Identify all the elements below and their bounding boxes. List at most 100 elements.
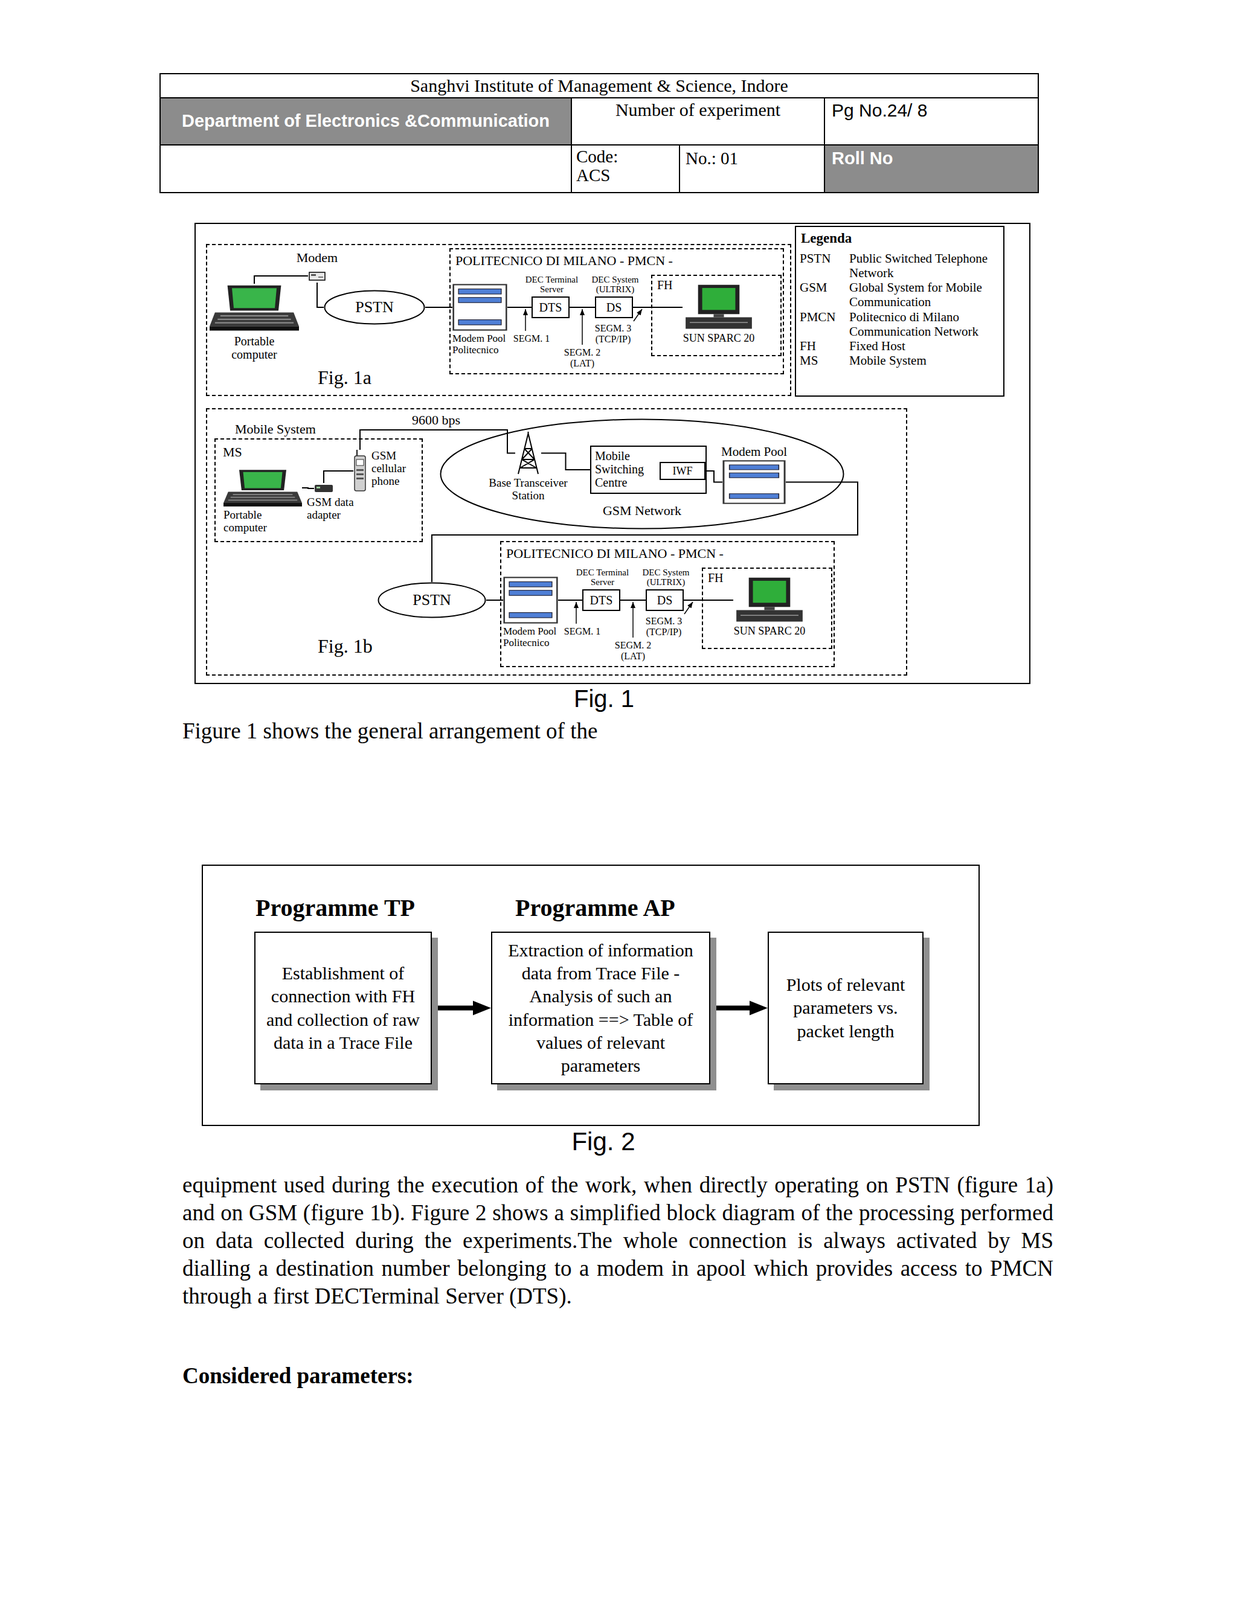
text-stack: Establishment of connection with FH and …	[261, 962, 425, 1054]
data-adapter: GSM data adapter	[314, 483, 334, 495]
modem-pool-shape	[503, 576, 559, 624]
host-system-box: DSDEC System (ULTRIX)	[645, 589, 684, 612]
terminal-server-box-label: DTS	[585, 594, 618, 607]
mobile-system-region-label: Mobile System	[234, 421, 316, 437]
data-adapter-part	[314, 485, 333, 493]
modem-shape	[308, 269, 327, 283]
portable-computer-shape	[209, 283, 299, 332]
base-station-shape	[515, 431, 542, 475]
portable-computer-part	[233, 494, 293, 496]
body-text: Figure 1 shows the general arrangement o…	[182, 717, 598, 746]
portable-computer-part	[209, 312, 299, 327]
portable-computer-part	[217, 318, 291, 321]
header-cell: Number of experiment	[571, 99, 825, 121]
process-box-label: Programme TP	[255, 894, 415, 923]
institute-name: Sanghvi Institute of Management & Scienc…	[160, 73, 1039, 98]
cellular-phone-part	[356, 477, 364, 480]
subfigure-region: Fig. 1bMobile SystemMSGSM cellular phone…	[205, 408, 908, 676]
legend-box-label: GSM	[799, 280, 850, 310]
text-area: PSTN	[377, 582, 487, 619]
course-code: Code: ACS	[576, 147, 637, 186]
text-stack: DS	[648, 594, 681, 607]
modem-pool-label: Modem Pool	[717, 444, 791, 460]
data-adapter-part	[316, 486, 321, 489]
portable-computer-part	[243, 472, 283, 489]
modem-pool-part	[458, 320, 502, 326]
host-system-box-label: DEC System (ULTRIX)	[584, 275, 647, 295]
network-region-label: POLITECNICO DI MILANO - PMCN -	[455, 253, 673, 269]
segment-pointer	[524, 309, 527, 331]
link-line	[323, 471, 354, 484]
link-line	[558, 599, 583, 601]
mobile-system-region-label: MS	[222, 444, 243, 460]
link-line	[317, 282, 324, 308]
table-rule	[678, 144, 681, 193]
switching-centre-box: Mobile Switching CentreIWF	[590, 445, 707, 495]
workstation-label: SUN SPARC 20	[676, 332, 762, 345]
segment-pointer	[581, 309, 583, 345]
terminal-server-box-label: DTS	[534, 301, 567, 314]
link-line	[254, 276, 309, 284]
cellular-phone: GSM cellular phone	[353, 449, 367, 493]
segment-label: SEGM. 1	[509, 333, 554, 345]
figure-frame	[195, 223, 1030, 684]
modem-pool-part	[458, 297, 502, 304]
link-line	[507, 306, 532, 309]
table-rule	[570, 97, 572, 193]
portable-computer-label: Portable computer	[218, 334, 291, 362]
page-number: Pg No.24/ 8	[831, 100, 928, 122]
workstation-part	[698, 285, 740, 315]
link-line	[620, 599, 646, 601]
legend-box-label: FH	[799, 338, 850, 354]
table-rule	[823, 97, 826, 193]
edge-label: 9600 bps	[410, 412, 462, 428]
network-region: POLITECNICO DI MILANO - PMCN - Modem Pool…	[449, 248, 784, 375]
portable-computer-part	[239, 469, 287, 491]
network-ellipse: PSTN	[323, 289, 426, 325]
department-name: Department of Electronics &Communication	[160, 97, 572, 145]
iwf-box-label: IWF	[662, 465, 703, 477]
fixed-host-region: FHSUN SPARC 20	[701, 567, 833, 650]
legend-box-label: Legenda	[800, 230, 852, 247]
modem-pool-part	[723, 460, 785, 504]
portable-computer-part	[228, 499, 298, 501]
portable-computer: Portable computer	[209, 283, 299, 332]
cellular-phone-shape	[353, 449, 367, 493]
network-region: POLITECNICO DI MILANO - PMCN -Modem Pool…	[500, 541, 835, 668]
legend-box-label: Global System for Mobile Communication	[849, 280, 1001, 310]
modem-pool-label: Modem Pool Politecnico	[503, 626, 559, 649]
text-stack: DTS	[585, 594, 618, 607]
figure-caption: Fig. 1	[543, 686, 665, 711]
modem-pool: Modem Pool Politecnico	[452, 283, 508, 331]
portable-computer-shape	[223, 468, 303, 508]
text-area: IWF	[660, 463, 705, 479]
legend-box-label: Politecnico di Milano Communication Netw…	[849, 309, 1001, 339]
text-stack: Plots of relevant parameters vs. packet …	[774, 973, 917, 1043]
segment-label: SEGM. 2 (LAT)	[611, 640, 655, 662]
process-box: Extraction of information data from Trac…	[491, 931, 711, 1085]
segment-pointer	[632, 602, 634, 638]
text-stack: IWF	[662, 465, 703, 477]
link-line	[425, 306, 453, 309]
modem-pool-label: Modem Pool Politecnico	[452, 333, 508, 356]
portable-computer-part	[231, 288, 277, 309]
portable-computer-label: Portable computer	[223, 509, 290, 535]
modem: Modem	[308, 269, 327, 283]
header-shade	[824, 144, 1039, 193]
modem-pool-part	[509, 582, 553, 588]
base-station-part	[518, 431, 539, 475]
workstation-shape	[682, 283, 756, 331]
cellular-phone-part	[356, 469, 364, 472]
portable-computer-part	[209, 326, 299, 331]
terminal-server-box: DTSDEC Terminal Server	[531, 296, 570, 319]
legend-box-label: Mobile System	[849, 353, 1001, 368]
modem-pool-part	[729, 494, 780, 499]
flow-arrow	[710, 1006, 750, 1012]
text-stack: PSTN	[328, 298, 421, 317]
link-line	[302, 488, 315, 489]
header-shade	[160, 97, 572, 145]
figure-caption: Fig. 2	[530, 1129, 676, 1155]
portable-computer-part	[215, 322, 294, 324]
link-line	[569, 306, 595, 309]
